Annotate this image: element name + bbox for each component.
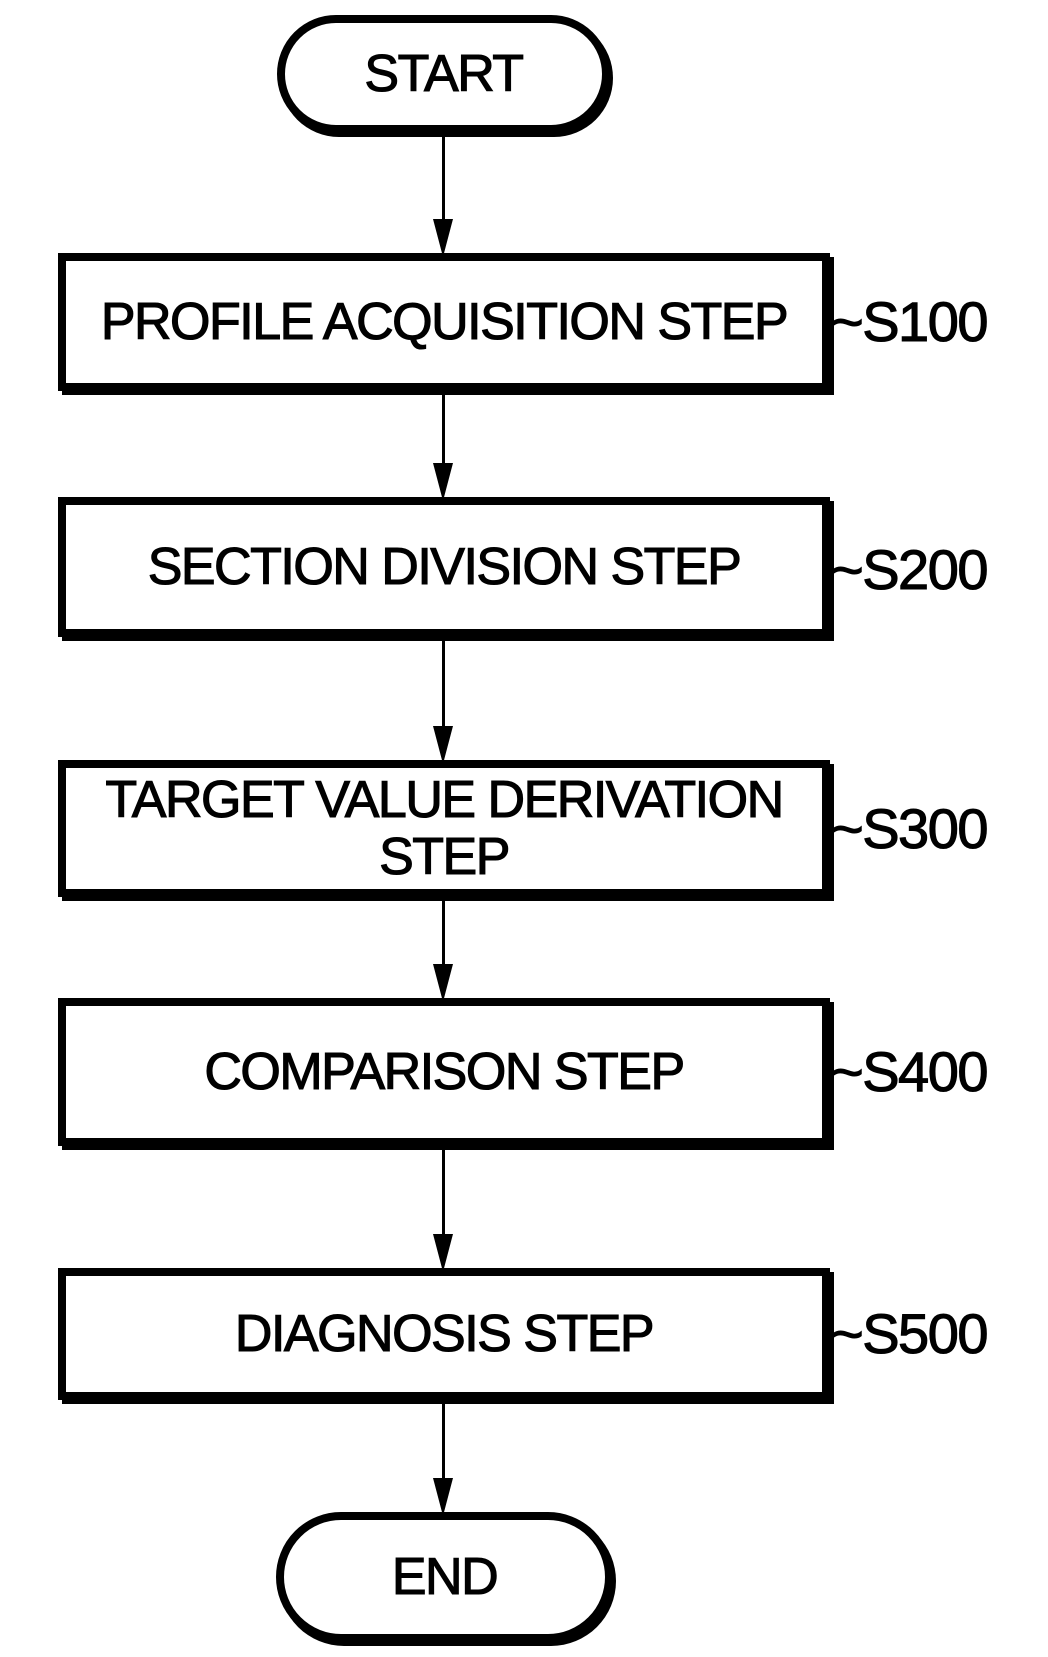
step-label: DIAGNOSIS STEP — [234, 1304, 655, 1363]
arrowhead-icon-2 — [433, 463, 453, 501]
start-terminal: START — [277, 15, 610, 133]
start-label: START — [364, 44, 525, 103]
step-box-section-division: SECTION DIVISION STEP — [58, 497, 830, 637]
step-label: TARGET VALUE DERIVATION STEP — [105, 771, 785, 886]
end-terminal: END — [276, 1512, 613, 1642]
flow-arrow-line-5 — [442, 1146, 445, 1240]
arrowhead-icon-3 — [433, 726, 453, 764]
arrowhead-icon-4 — [433, 964, 453, 1002]
step-ref-s100: ~S100 — [830, 289, 989, 353]
step-label: COMPARISON STEP — [204, 1042, 686, 1101]
end-label: END — [391, 1547, 499, 1606]
step-label: PROFILE ACQUISITION STEP — [100, 292, 789, 351]
step-ref-s200: ~S200 — [830, 537, 989, 601]
step-box-target-value-derivation: TARGET VALUE DERIVATION STEP — [58, 760, 830, 897]
step-ref-s500: ~S500 — [830, 1301, 989, 1365]
arrowhead-icon-5 — [433, 1234, 453, 1272]
flow-arrow-line-6 — [442, 1400, 445, 1484]
flow-arrow-line-3 — [442, 637, 445, 732]
step-box-diagnosis: DIAGNOSIS STEP — [58, 1268, 830, 1400]
step-box-profile-acquisition: PROFILE ACQUISITION STEP — [58, 253, 830, 391]
flow-arrow-line-2 — [442, 391, 445, 469]
flow-arrow-line-1 — [442, 133, 445, 225]
flow-arrow-line-4 — [442, 897, 445, 970]
step-ref-s300: ~S300 — [830, 796, 989, 860]
arrowhead-icon-1 — [433, 219, 453, 257]
step-box-comparison: COMPARISON STEP — [58, 998, 830, 1146]
arrowhead-icon-6 — [433, 1478, 453, 1516]
step-label: SECTION DIVISION STEP — [147, 537, 742, 596]
step-ref-s400: ~S400 — [830, 1039, 989, 1103]
